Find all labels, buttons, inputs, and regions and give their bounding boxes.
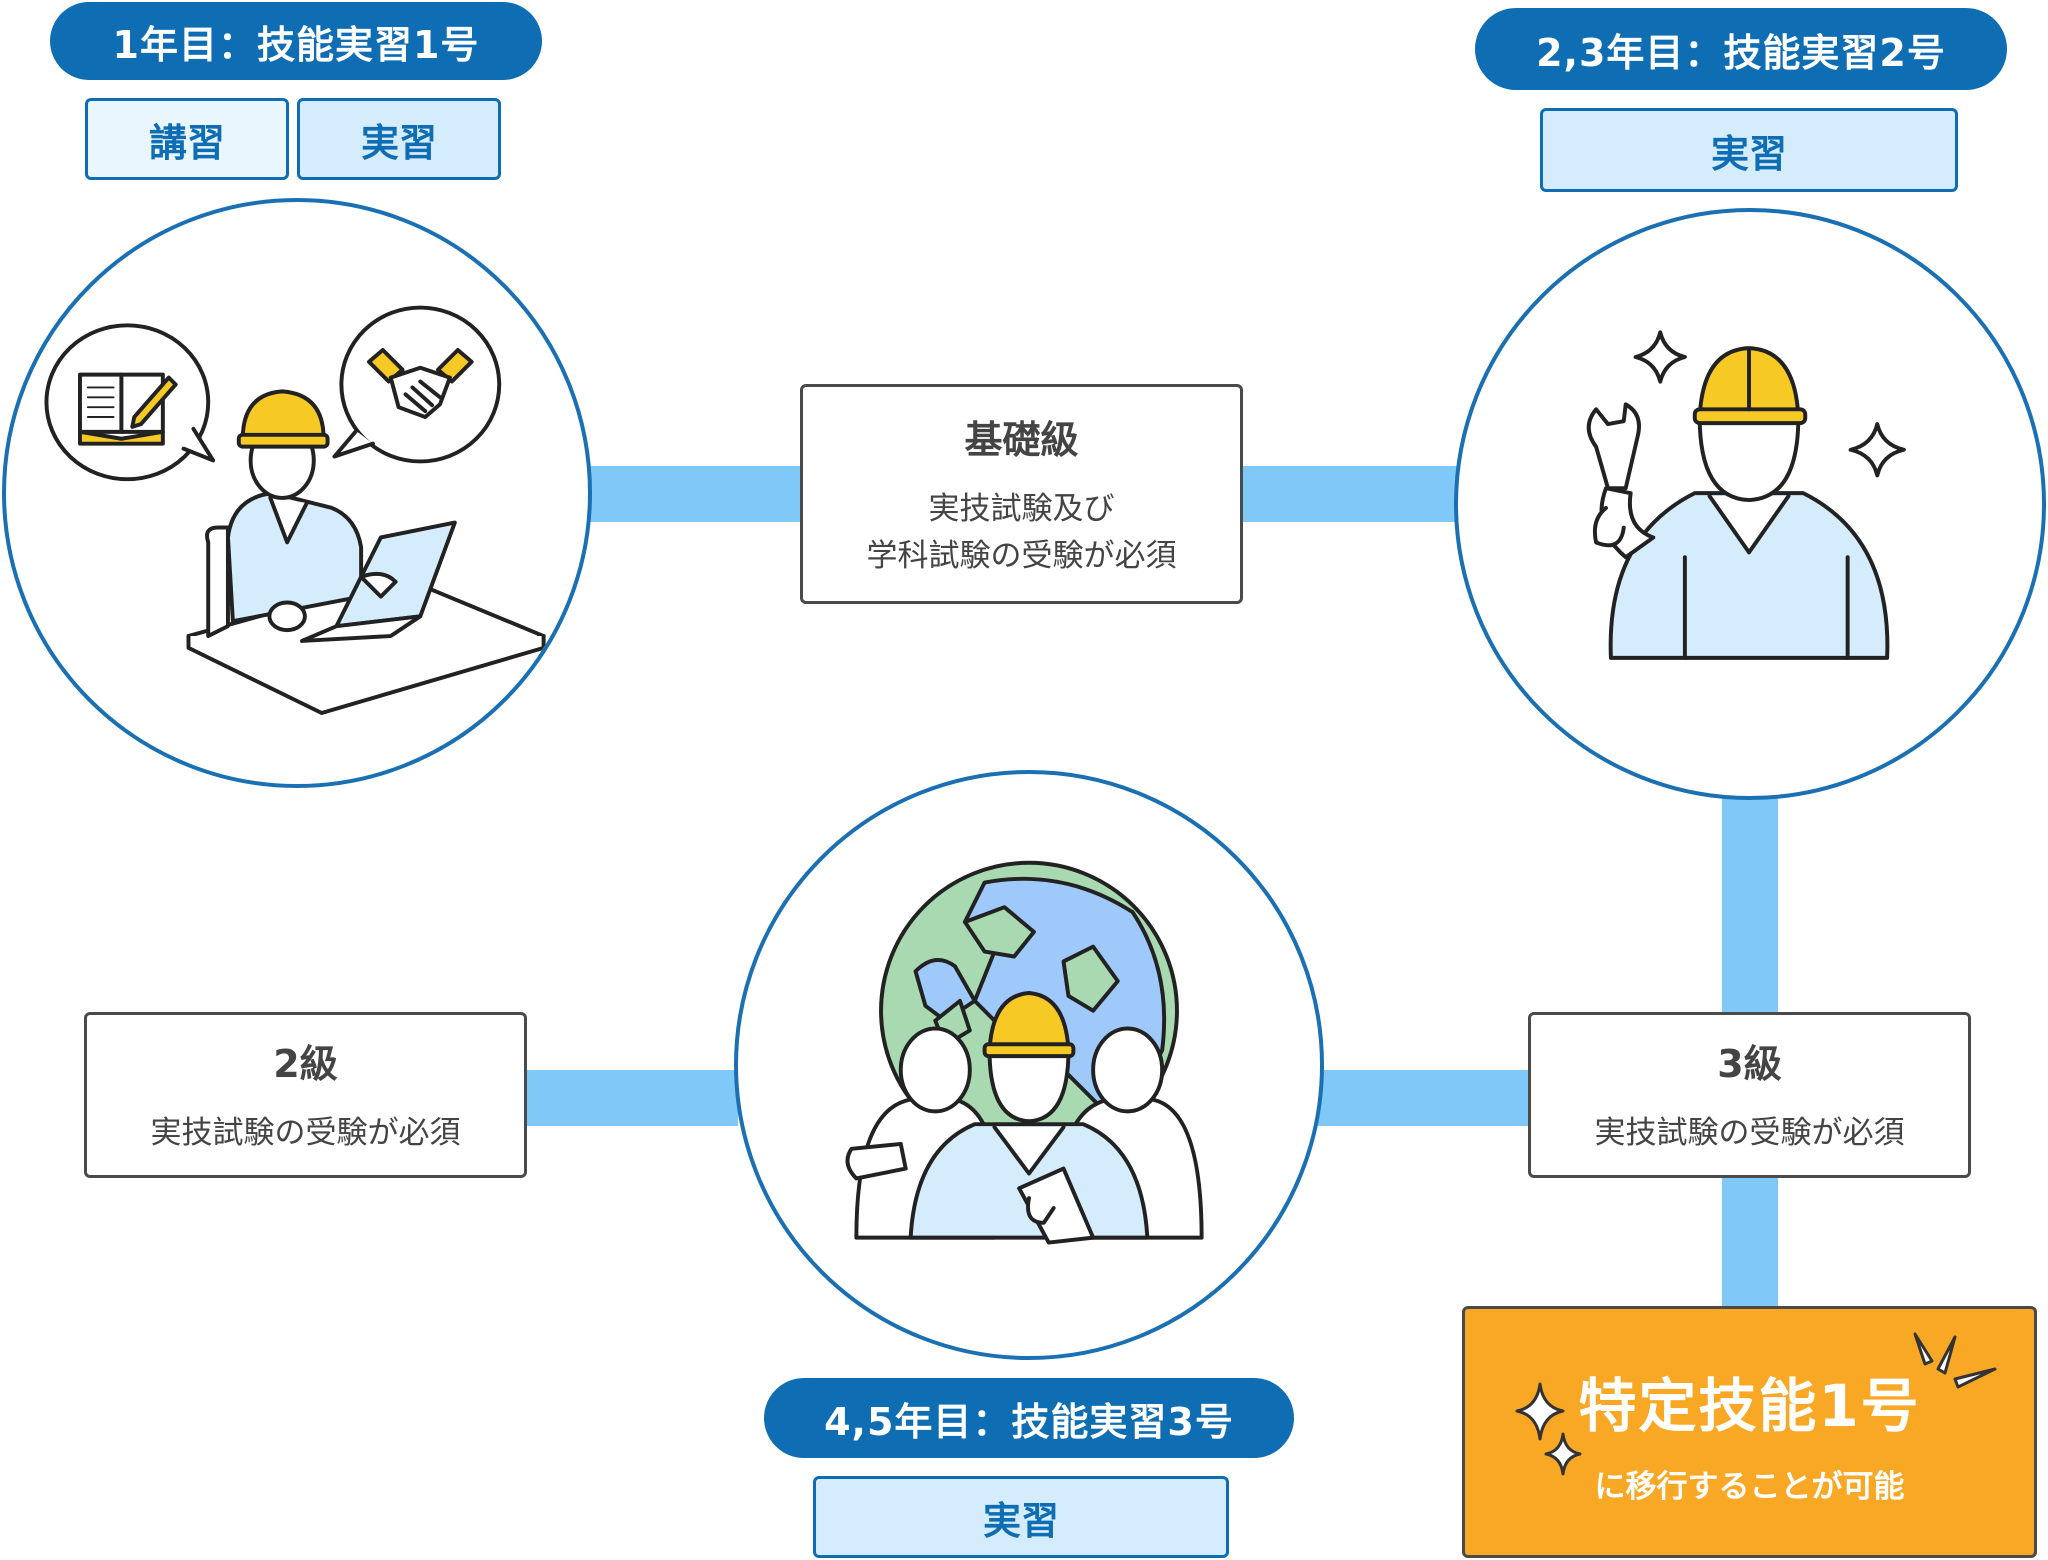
worker-with-wrench-icon <box>1586 330 1906 660</box>
worker-at-laptop-icon <box>44 305 546 715</box>
year23-title-pill: 2,3年目：技能実習2号 <box>1475 8 2007 90</box>
exam-basic-box: 基礎級 実技試験及び 学科試験の受験が必須 <box>800 384 1243 604</box>
exam-grade2-title: 2級 <box>273 1042 338 1087</box>
exam-basic-title: 基礎級 <box>964 418 1079 462</box>
connector-grade3-year45 <box>1318 1070 1530 1126</box>
sparkle-icon <box>1515 1382 1582 1476</box>
year1-tag-practice: 実習 <box>297 98 501 180</box>
goal-title: 特定技能1号 <box>1578 1371 1921 1440</box>
sparkle-icon <box>1848 422 1906 478</box>
book-pen-icon <box>44 323 216 482</box>
exam-grade2-desc: 実技試験の受験が必須 <box>150 1115 461 1152</box>
exam-grade3-desc: 実技試験の受験が必須 <box>1594 1115 1905 1152</box>
exam-grade3-box: 3級 実技試験の受験が必須 <box>1528 1012 1971 1178</box>
connector-basic-year23 <box>1240 466 1458 522</box>
exam-grade3-title: 3級 <box>1717 1042 1782 1087</box>
exam-grade2-box: 2級 実技試験の受験が必須 <box>84 1012 527 1178</box>
year23-tag-practice: 実習 <box>1540 108 1958 192</box>
goal-subtitle: に移行することが可能 <box>1594 1468 1905 1505</box>
globe-icon <box>845 860 1204 1245</box>
year1-title-pill: 1年目：技能実習1号 <box>50 2 542 80</box>
year45-circle <box>734 770 1324 1360</box>
sparkle-icon <box>1633 330 1687 384</box>
year1-tag-lecture: 講習 <box>85 98 289 180</box>
exam-basic-desc-line2: 学科試験の受験が必須 <box>866 537 1177 574</box>
handshake-icon <box>332 305 502 464</box>
connector-year1-basic <box>588 466 802 522</box>
year45-title-pill: 4,5年目：技能実習3号 <box>764 1378 1294 1458</box>
connector-grade2-year45 <box>524 1070 738 1126</box>
goal-box: 特定技能1号 に移行することが可能 <box>1462 1306 2037 1558</box>
exam-basic-desc-line1: 実技試験及び <box>928 491 1115 527</box>
year1-circle <box>2 198 592 788</box>
sparkle-icon <box>1913 1332 1997 1389</box>
year23-circle <box>1454 208 2046 800</box>
year45-tag-practice: 実習 <box>813 1476 1229 1558</box>
